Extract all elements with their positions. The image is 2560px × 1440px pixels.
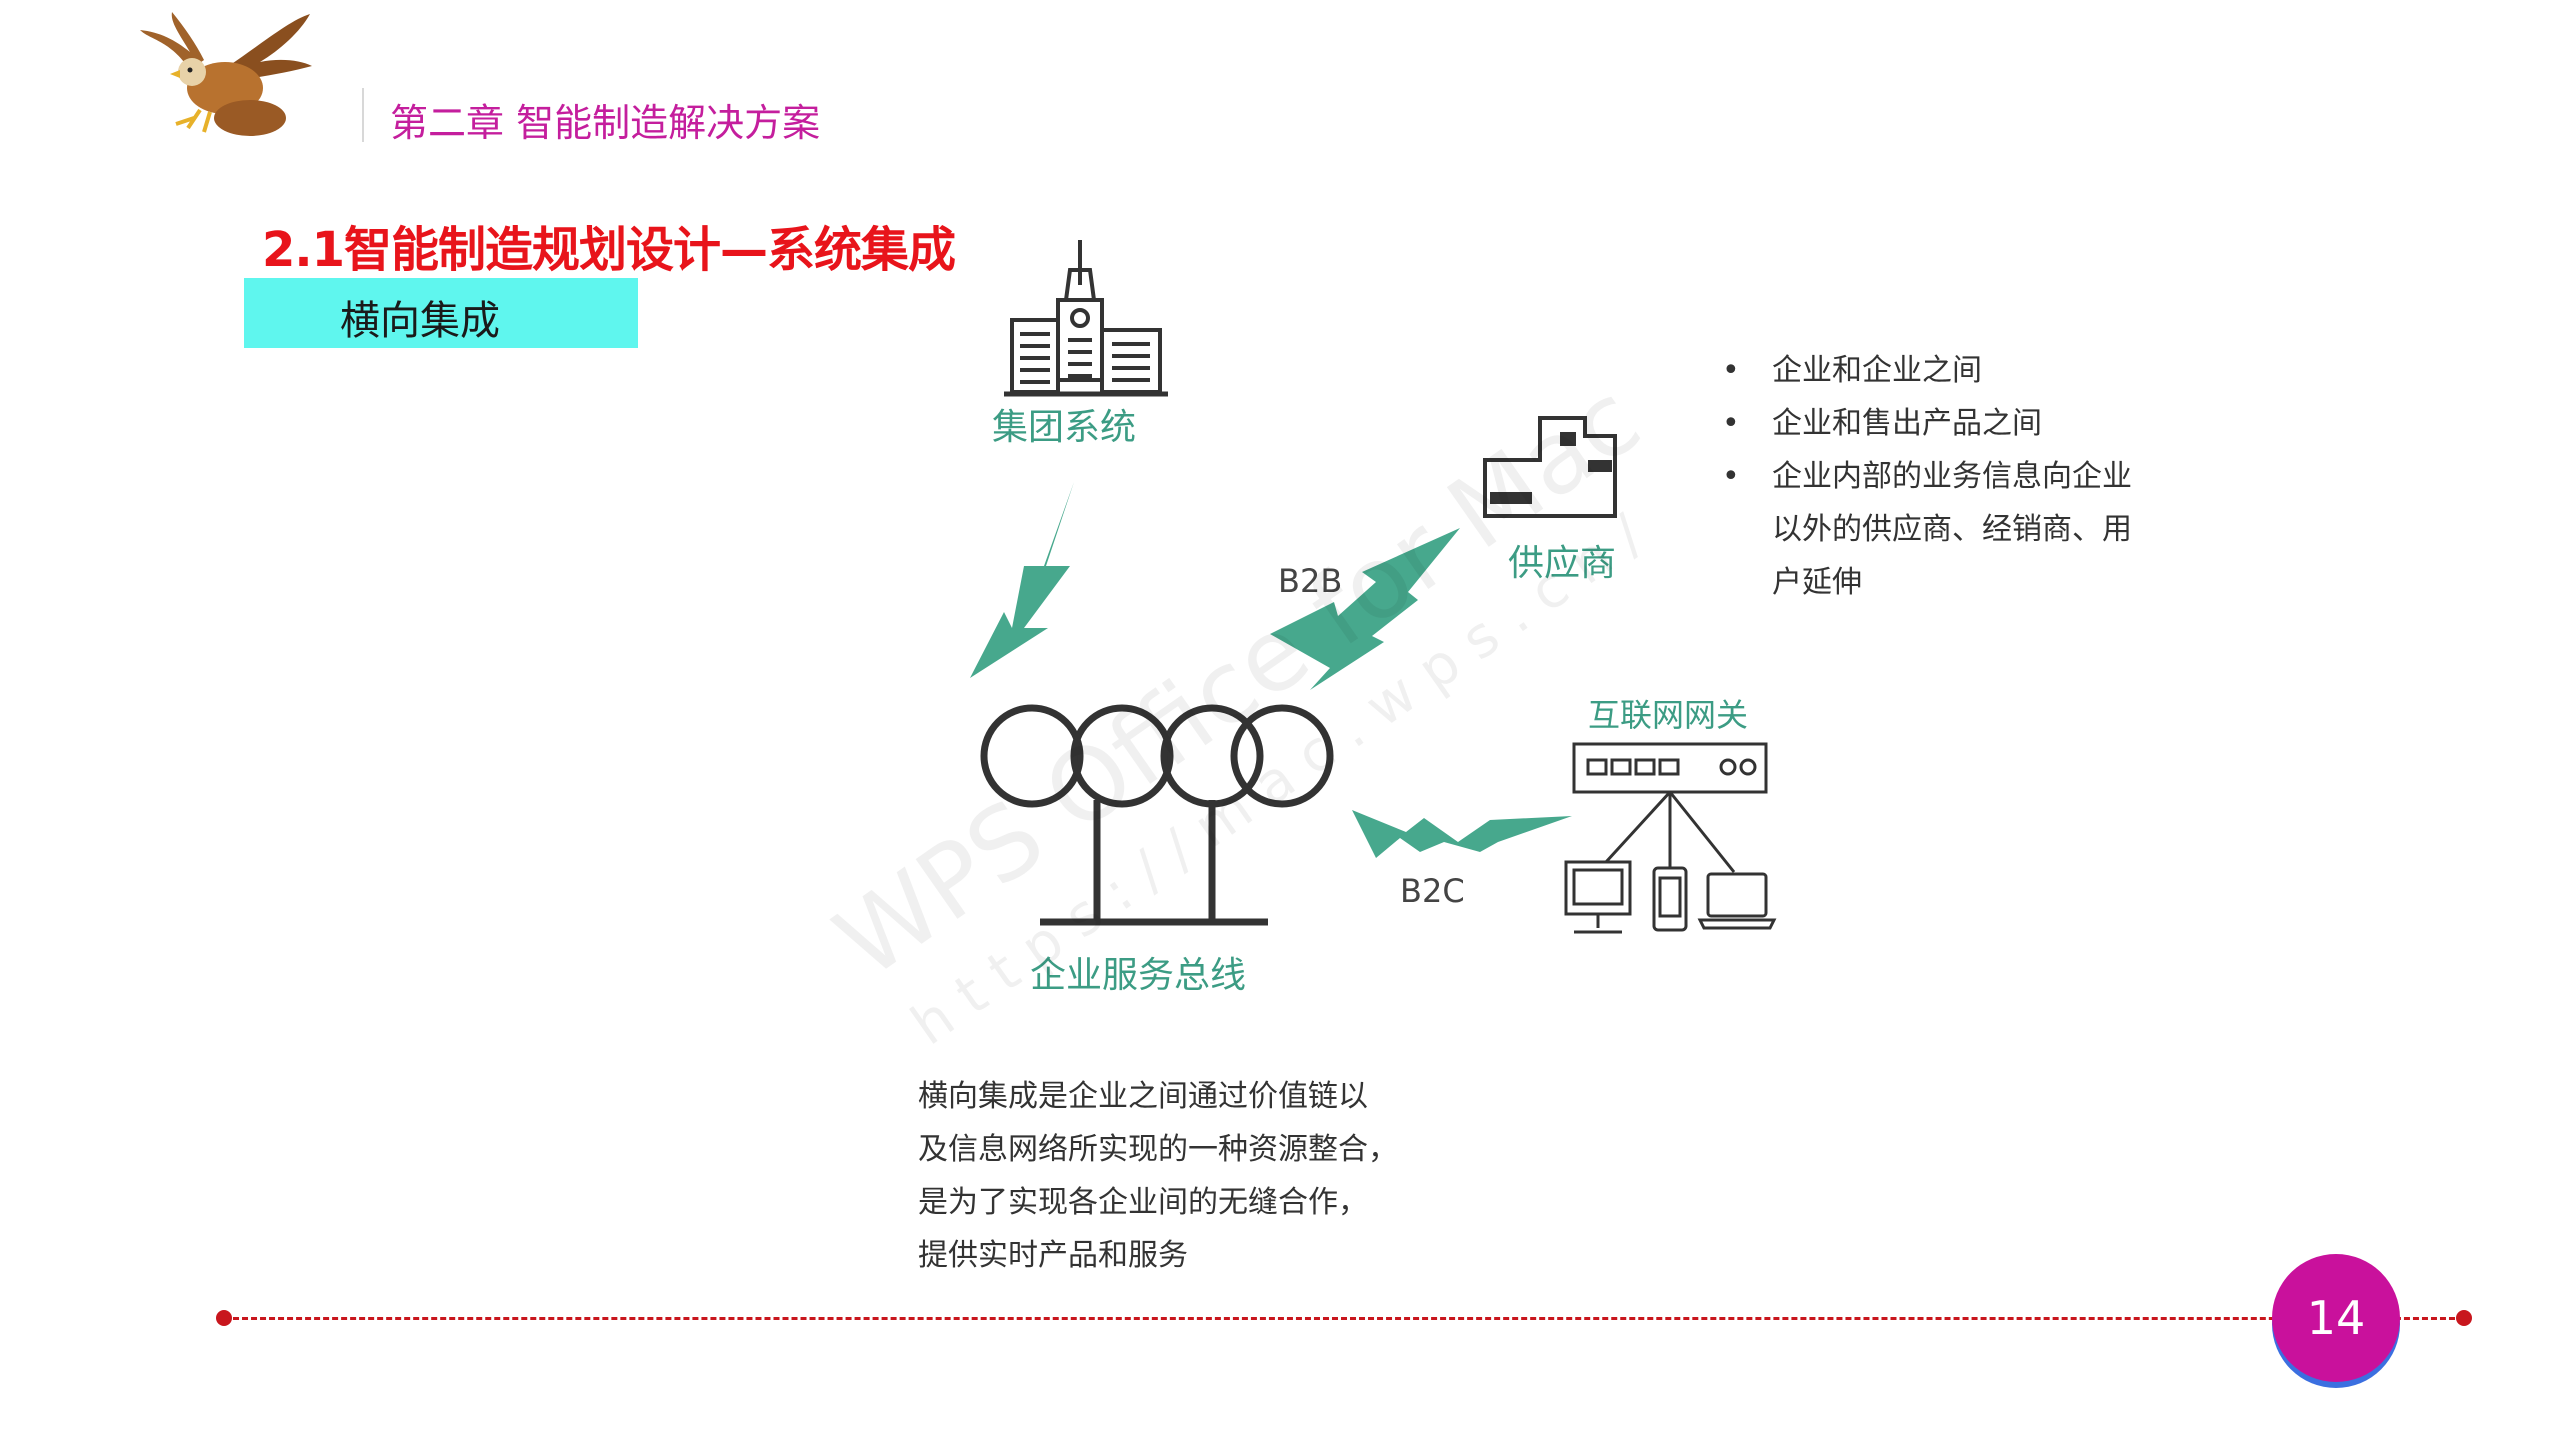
bullet-text: 企业和企业之间 xyxy=(1772,353,1982,388)
description-line: 提供实时产品和服务 xyxy=(918,1238,1188,1273)
lightning-bolt-icon xyxy=(970,482,1074,678)
factory-icon xyxy=(1483,416,1617,518)
section-title: 2.1智能制造规划设计—系统集成 xyxy=(262,222,956,278)
bullet-item: • 企业和售出产品之间 xyxy=(1700,397,2170,450)
description-line: 横向集成是企业之间通过价值链以 xyxy=(918,1079,1368,1114)
eagle-logo-icon xyxy=(140,12,312,136)
bullet-marker: • xyxy=(1722,406,1740,441)
laptop-icon xyxy=(1697,872,1777,930)
lightning-bolt-icon xyxy=(1352,810,1572,858)
bus-rings-icon xyxy=(980,704,1334,926)
description-line: 及信息网络所实现的一种资源整合， xyxy=(918,1132,1398,1167)
node-label-bus: 企业服务总线 xyxy=(1030,955,1247,996)
desktop-icon xyxy=(1564,860,1632,934)
section-tag xyxy=(244,278,638,348)
node-label-group-system: 集团系统 xyxy=(992,407,1137,448)
bullet-text: 企业内部的业务信息向企业 xyxy=(1772,459,2132,494)
edge-label-b2c: B2C xyxy=(1400,872,1465,910)
node-label-gateway: 互联网网关 xyxy=(1588,696,1749,734)
office-building-icon xyxy=(1004,240,1168,397)
section-tag-label: 横向集成 xyxy=(340,298,500,344)
footer-dot-right xyxy=(2456,1310,2472,1326)
page-number-badge xyxy=(2272,1254,2400,1382)
bullet-marker: • xyxy=(1722,459,1740,494)
bullet-marker: • xyxy=(1722,353,1740,388)
chapter-title: 第二章 智能制造解决方案 xyxy=(390,101,821,145)
footer-dashed-line xyxy=(224,1317,2464,1320)
description-paragraph: 横向集成是企业之间通过价值链以 及信息网络所实现的一种资源整合， 是为了实现各企… xyxy=(918,1070,1438,1282)
header-divider xyxy=(362,88,364,142)
phone-icon xyxy=(1652,866,1688,932)
node-label-supplier: 供应商 xyxy=(1508,543,1617,584)
edge-label-b2b: B2B xyxy=(1278,562,1343,600)
page-number: 14 xyxy=(2306,1291,2366,1345)
bullet-item: • 企业内部的业务信息向企业 以外的供应商、经销商、用 户延伸 xyxy=(1700,450,2170,609)
bullet-text: 户延伸 xyxy=(1772,565,1862,600)
bullet-item: • 企业和企业之间 xyxy=(1700,344,2170,397)
bullet-text: 以外的供应商、经销商、用 xyxy=(1772,512,2132,547)
gateway-router-icon xyxy=(1572,742,1768,873)
lightning-bolt-icon xyxy=(1270,528,1460,690)
bullet-text: 企业和售出产品之间 xyxy=(1772,406,2042,441)
footer-dot-left xyxy=(216,1310,232,1326)
description-line: 是为了实现各企业间的无缝合作， xyxy=(918,1185,1368,1220)
bullet-list: • 企业和企业之间 • 企业和售出产品之间 • 企业内部的业务信息向企业 以外的… xyxy=(1700,344,2170,609)
